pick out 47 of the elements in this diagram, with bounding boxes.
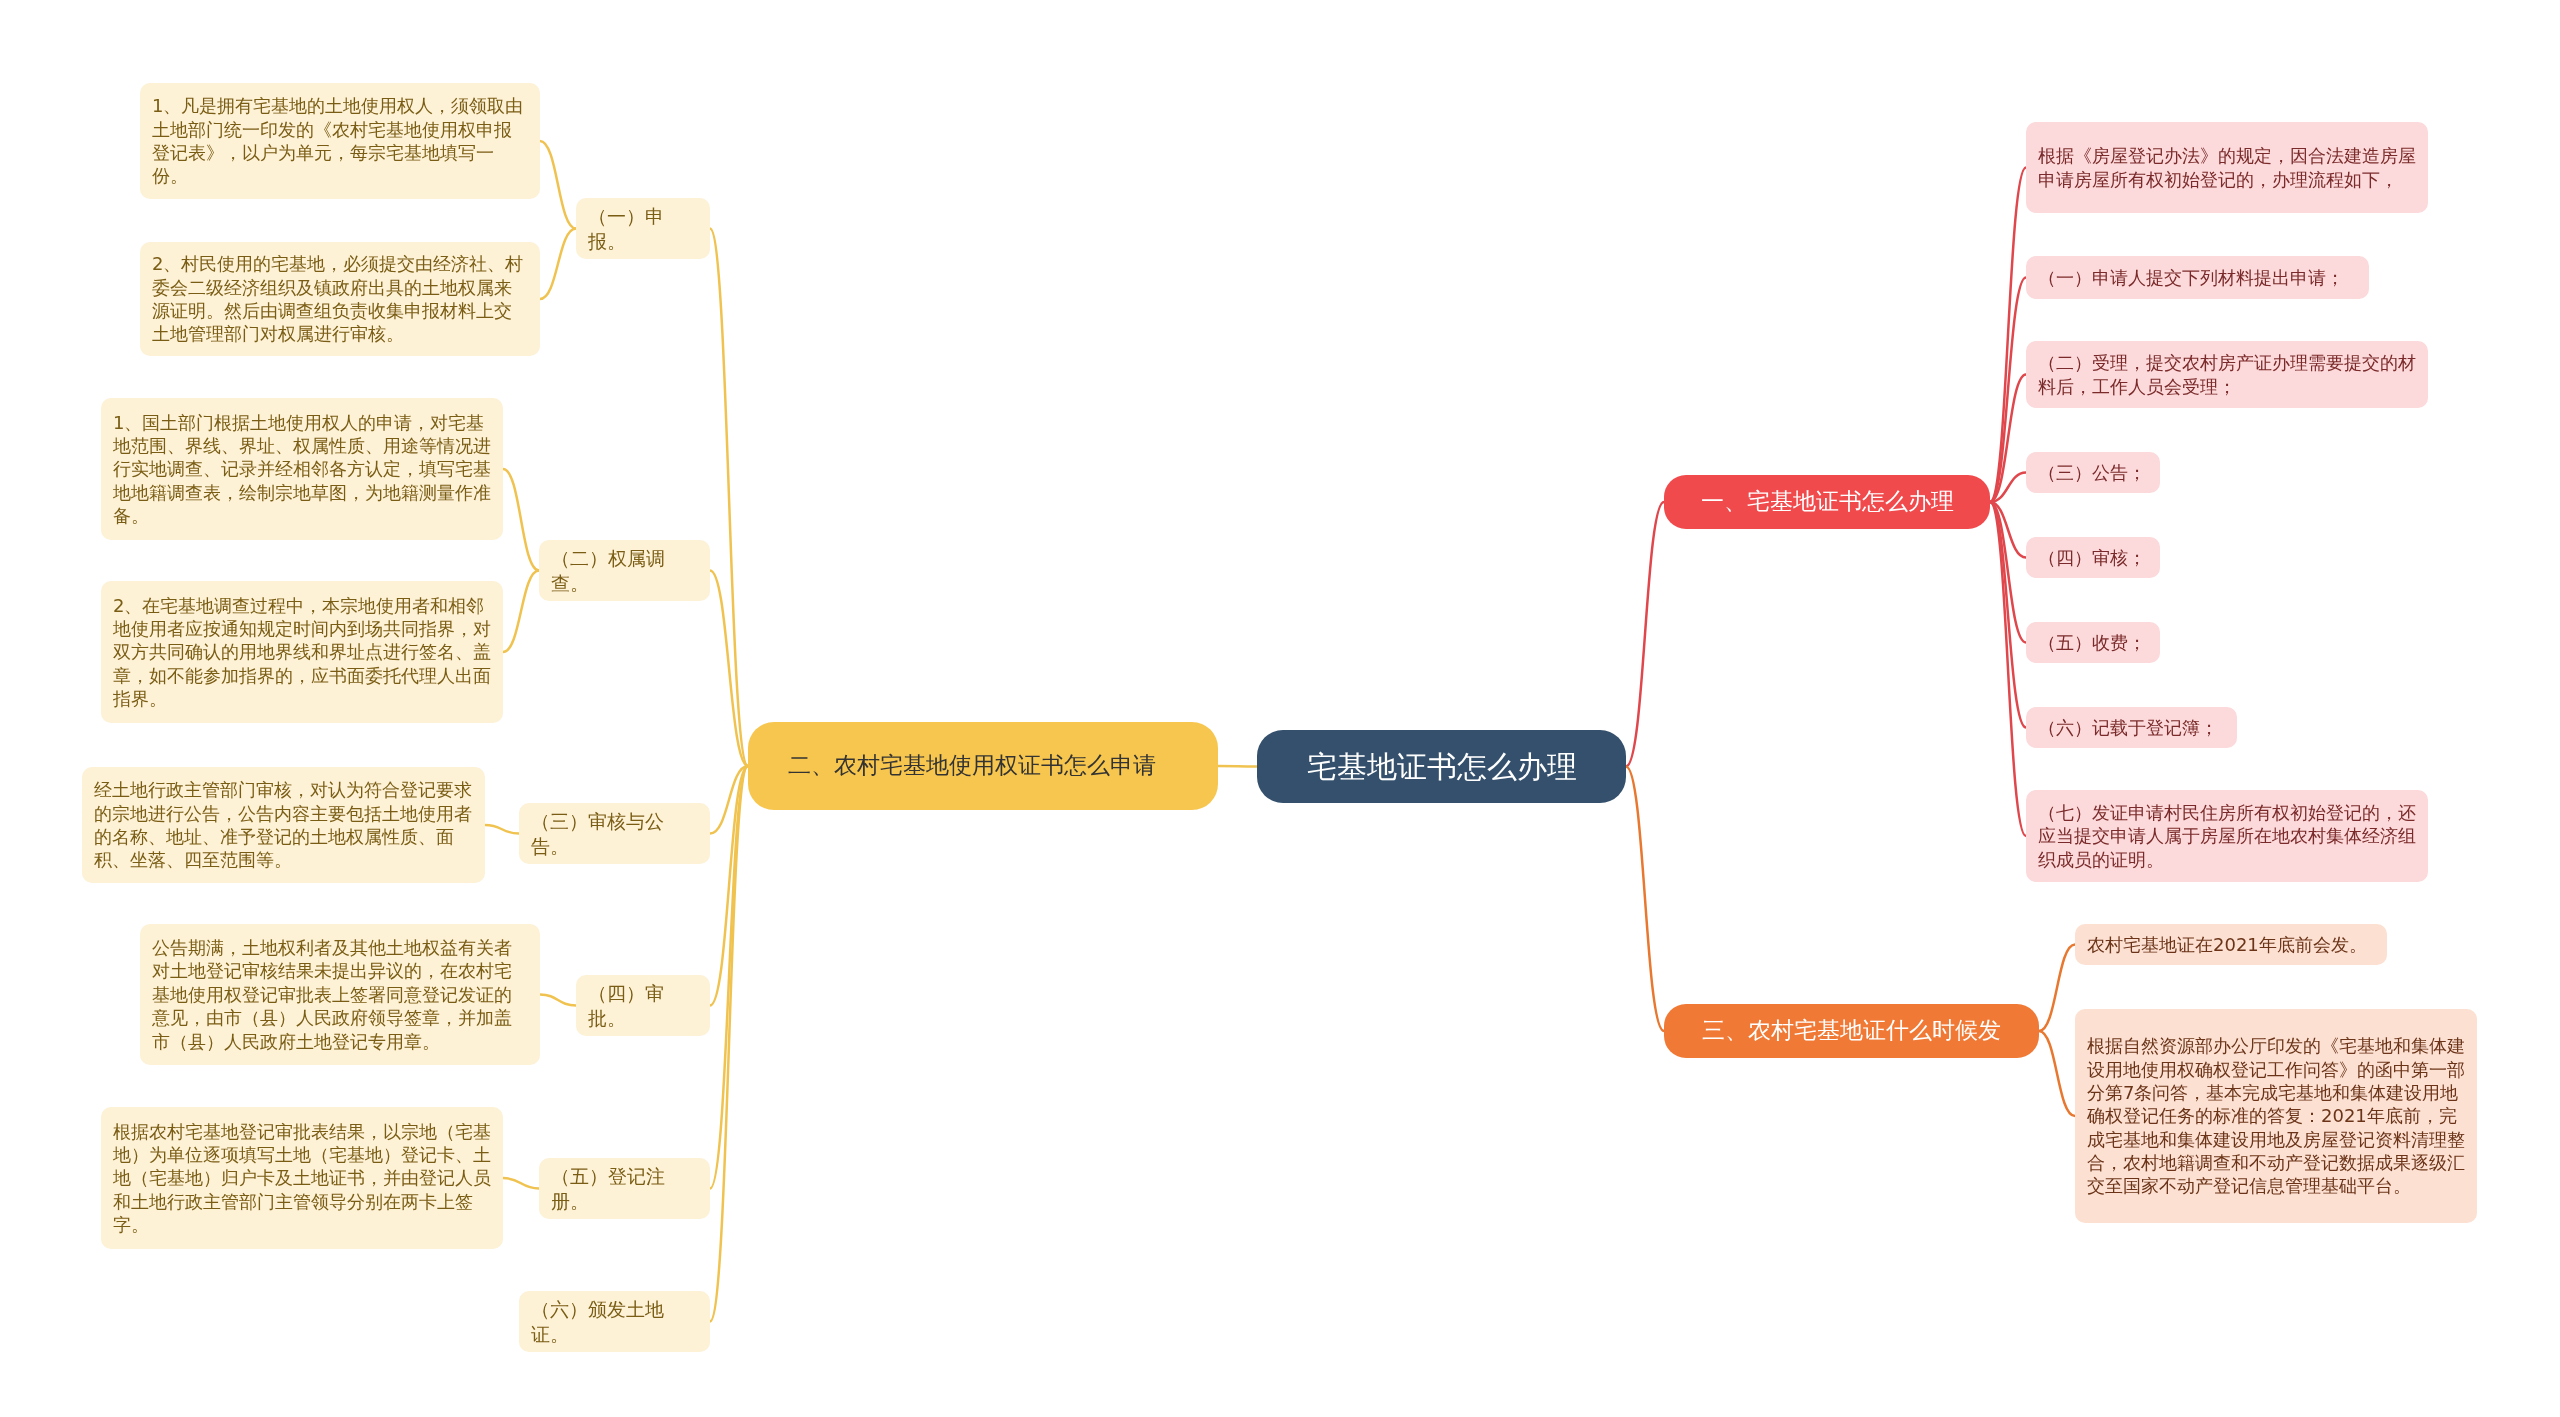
- topic-card: （五）收费；: [2026, 622, 2160, 663]
- topic-card: （七）发证申请村民住房所有权初始登记的，还应当提交申请人属于房屋所在地农村集体经济组织成员的证明。: [2026, 790, 2428, 882]
- topic-card: 根据自然资源部办公厅印发的《宅基地和集体建设用地使用权确权登记工作问答》的函中第一部分第7条问答，基本完成宅基地和集体建设用地确权登记任务的标准的答复：2021年底前，完成宅基地和集体建设用地及房屋登记资料清理整合，农村地籍调查和不动产登记数据成果逐级汇交至国家不动产登记信息管理基础平台。: [2075, 1009, 2477, 1223]
- subtopic-card: （二）权属调查。: [539, 540, 710, 602]
- connector: [1625, 501, 1665, 768]
- topic-card: 根据《房屋登记办法》的规定，因合法建造房屋申请房屋所有权初始登记的，办理流程如下，: [2026, 122, 2428, 213]
- topic-card: 农村宅基地证在2021年底前会发。: [2075, 924, 2387, 965]
- topic-card: （三）公告；: [2026, 452, 2160, 493]
- detail-card: 1、凡是拥有宅基地的土地使用权人，须领取由土地部门统一印发的《农村宅基地使用权申报登记表》，以户为单元，每宗宅基地填写一份。: [140, 83, 540, 199]
- connector: [2038, 943, 2076, 1033]
- branch-topic: 一、宅基地证书怎么办理: [1664, 475, 1990, 529]
- topic-card: （四）审核；: [2026, 537, 2160, 578]
- subtopic-card: （三）审核与公告。: [519, 803, 710, 865]
- connector: [1218, 764, 1257, 768]
- connector: [539, 139, 577, 230]
- connector: [1625, 765, 1665, 1032]
- connector: [539, 227, 577, 301]
- detail-card: 1、国土部门根据土地使用权人的申请，对宅基地范围、界线、界址、权属性质、用途等情况进行实地调查、记录并经相邻各方认定，填写宅基地地籍调查表，绘制宗地草图，为地籍测量作准备。: [101, 398, 503, 540]
- detail-card: 2、村民使用的宅基地，必须提交由经济社、村委会二级经济组织及镇政府出具的土地权属来源证明。然后由调查组负责收集申报材料上交土地管理部门对权属进行审核。: [140, 242, 540, 356]
- topic-card: （六）记载于登记簿；: [2026, 707, 2237, 748]
- connector: [1988, 501, 2028, 837]
- connector: [502, 569, 540, 654]
- topic-card: （二）受理，提交农村房产证办理需要提交的材料后，工作人员会受理；: [2026, 341, 2428, 408]
- connector: [2038, 1029, 2076, 1118]
- branch-topic: 二、农村宅基地使用权证书怎么申请: [748, 722, 1218, 810]
- connector: [484, 823, 520, 835]
- connector: [1989, 501, 2027, 729]
- topic-card: （一）申请人提交下列材料提出申请；: [2026, 256, 2369, 299]
- subtopic-card: （五）登记注册。: [539, 1158, 710, 1220]
- connector: [708, 765, 750, 1322]
- detail-card: 根据农村宅基地登记审批表结果，以宗地（宅基地）为单位逐项填写土地（宅基地）登记卡、土地（宅基地）归户卡及土地证书，并由登记人员和土地行政主管部门主管领导分别在两卡上签字。: [101, 1107, 503, 1249]
- connector: [1988, 166, 2028, 503]
- detail-card: 2、在宅基地调查过程中，本宗地使用者和相邻地使用者应按通知规定时间内到场共同指界，对双方共同确认的用地界线和界址点进行签名、盖章，如不能参加指界的，应书面委托代理人出面指界。: [101, 581, 503, 723]
- subtopic-card: （六）颁发土地证。: [519, 1291, 710, 1353]
- connector: [502, 467, 540, 572]
- connector: [709, 764, 749, 835]
- central-topic: 宅基地证书怎么办理: [1257, 730, 1626, 803]
- connector: [539, 993, 577, 1007]
- connector: [708, 228, 750, 767]
- detail-card: 经土地行政主管部门审核，对认为符合登记要求的宗地进行公告，公告内容主要包括土地使用者的名称、地址、准予登记的土地权属性质、面积、坐落、四至范围等。: [82, 767, 485, 883]
- subtopic-card: （四）审批。: [576, 975, 710, 1037]
- connector: [709, 569, 749, 767]
- connector: [502, 1176, 540, 1190]
- subtopic-card: （一）申报。: [576, 198, 710, 260]
- detail-card: 公告期满，土地权利者及其他土地权益有关者对土地登记审核结果未提出异议的，在农村宅基地使用权登记审批表上签署同意登记发证的意见，由市（县）人民政府领导签章，并加盖市（县）人民政府土地登记专用章。: [140, 924, 540, 1065]
- branch-topic: 三、农村宅基地证什么时候发: [1664, 1004, 2039, 1058]
- connector: [708, 765, 750, 1190]
